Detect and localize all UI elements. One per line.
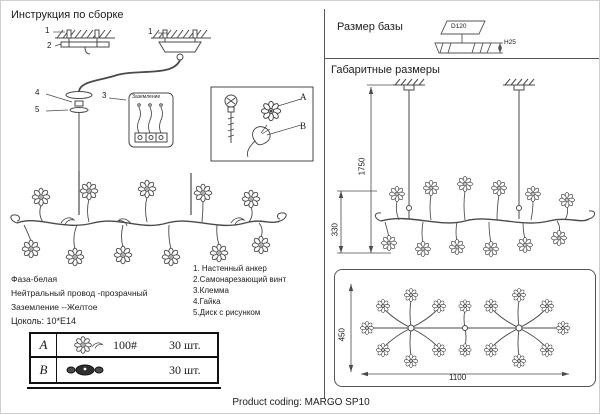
flower-a-icon — [57, 334, 113, 356]
horizontal-divider — [324, 58, 599, 59]
body-height-dim: 330 — [330, 223, 340, 237]
table-code-a: 100# — [113, 337, 137, 352]
front-view-frame — [374, 78, 596, 224]
base-size-title: Размер базы — [337, 21, 403, 33]
assembly-diagrams-figure — [45, 29, 314, 173]
top-view-dim-lines — [350, 284, 569, 375]
base-diameter-dim: D120 — [451, 23, 467, 30]
callout-anchor-left: 1 — [45, 26, 50, 35]
grounding-detail-box — [128, 92, 174, 148]
parts-list-item-1: 1. Настенный анкер — [193, 264, 267, 273]
page-title: Инструкция по сборке — [11, 9, 124, 21]
grounding-box-label: Заземление — [132, 94, 161, 100]
drop-height-dim: 1750 — [357, 157, 367, 176]
parts-list-item-2: 2.Самонарезающий винт — [193, 275, 287, 284]
arm-detail-box — [210, 86, 314, 162]
front-view-stems — [384, 190, 569, 244]
bead-b-icon — [57, 358, 113, 382]
table-letter-a: A — [31, 334, 57, 356]
front-view-dim-lines — [337, 84, 393, 254]
callout-disc: 5 — [35, 105, 40, 114]
hanging-rod-drawing — [45, 91, 127, 173]
width-dim: 1100 — [449, 373, 467, 382]
ceiling-mount-right-drawing — [151, 29, 211, 61]
callout-screw-left: 2 — [47, 41, 52, 50]
detail-label-a: A — [300, 92, 307, 102]
wiring-note-neutral: Нейтральный провод -прозрачный — [11, 288, 148, 298]
callout-terminal: 3 — [102, 91, 107, 100]
parts-list-item-5: 5.Диск с рисунком — [193, 308, 261, 317]
components-table: A 100# 30 шт. B 30 шт. — [29, 332, 219, 384]
base-size-figure — [434, 20, 503, 54]
chandelier-top-view-figure — [348, 284, 570, 377]
base-height-dim: H25 — [504, 39, 516, 46]
chandelier-front-view-figure — [337, 78, 596, 257]
table-count-b: 30 шт. — [169, 362, 201, 377]
depth-dim: 450 — [337, 328, 347, 342]
parts-list-item-4: 4.Гайка — [193, 297, 221, 306]
product-coding: Product coding: MARGO SP10 — [232, 397, 370, 408]
table-row-b: B 30 шт. — [31, 358, 217, 382]
callout-nut: 4 — [35, 88, 40, 97]
table-baseline — [27, 387, 221, 389]
chandelier-side-view-figure — [10, 171, 287, 267]
vertical-divider — [324, 9, 325, 399]
parts-list-item-3: 3.Клемма — [193, 286, 229, 295]
side-view-stems — [23, 196, 263, 250]
callout-anchor-right: 1 — [148, 27, 153, 36]
wiring-note-ground: Заземление --Желтое — [11, 302, 98, 312]
wiring-note-phase: Фаза-белая — [11, 274, 58, 284]
ceiling-mount-left-drawing — [53, 29, 115, 55]
top-view-panel — [334, 269, 596, 387]
table-row-a: A 100# 30 шт. — [31, 334, 217, 358]
side-view-frame — [10, 171, 287, 227]
socket-note: Цоколь: 10*E14 — [11, 316, 76, 326]
overall-dimensions-title: Габаритные размеры — [331, 64, 440, 76]
table-count-a: 30 шт. — [169, 337, 201, 352]
table-code-b — [113, 358, 169, 382]
detail-label-b: B — [300, 121, 307, 131]
table-letter-b: B — [31, 358, 57, 382]
suspension-wire-drawing — [78, 59, 181, 92]
